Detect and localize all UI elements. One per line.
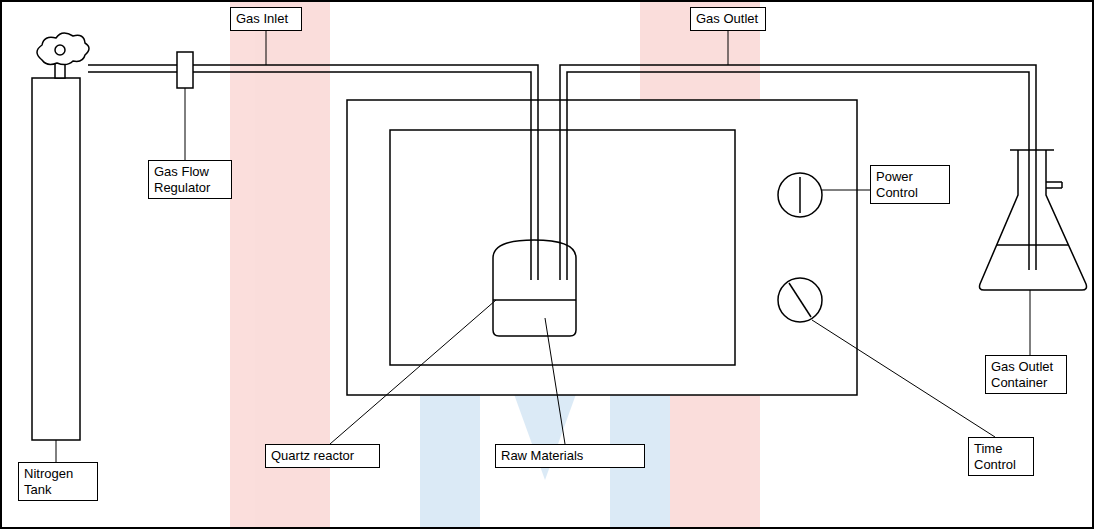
label-text: Quartz reactor — [271, 448, 374, 464]
outlet-flask — [980, 150, 1087, 290]
label-text: Power Control — [876, 169, 944, 200]
label-box: Nitrogen Tank — [18, 462, 98, 501]
label-text: Gas Flow Regulator — [154, 164, 226, 195]
label-box: Gas Outlet Container — [985, 355, 1067, 394]
leader-lines — [56, 31, 1030, 462]
power-knob — [778, 173, 822, 217]
flow-regulator — [177, 52, 193, 88]
microwave-oven — [347, 100, 857, 395]
label-text: Gas Outlet — [696, 11, 760, 27]
label-text: Time Control — [974, 441, 1028, 472]
label-box: Gas Inlet — [230, 7, 302, 31]
label-box: Time Control — [968, 437, 1034, 476]
gas-pipes — [88, 52, 1036, 280]
label-text: Gas Outlet Container — [991, 359, 1061, 390]
label-text: Nitrogen Tank — [24, 466, 92, 497]
label-box: Quartz reactor — [265, 444, 380, 468]
nitrogen-tank — [32, 33, 89, 440]
label-box: Power Control — [870, 165, 950, 204]
quartz-reactor — [493, 240, 576, 336]
label-box: Raw Materials — [495, 444, 645, 468]
label-box: Gas Flow Regulator — [148, 160, 232, 199]
label-box: Gas Outlet — [690, 7, 766, 31]
time-knob — [778, 278, 822, 322]
label-text: Gas Inlet — [236, 11, 296, 27]
label-text: Raw Materials — [501, 448, 639, 464]
